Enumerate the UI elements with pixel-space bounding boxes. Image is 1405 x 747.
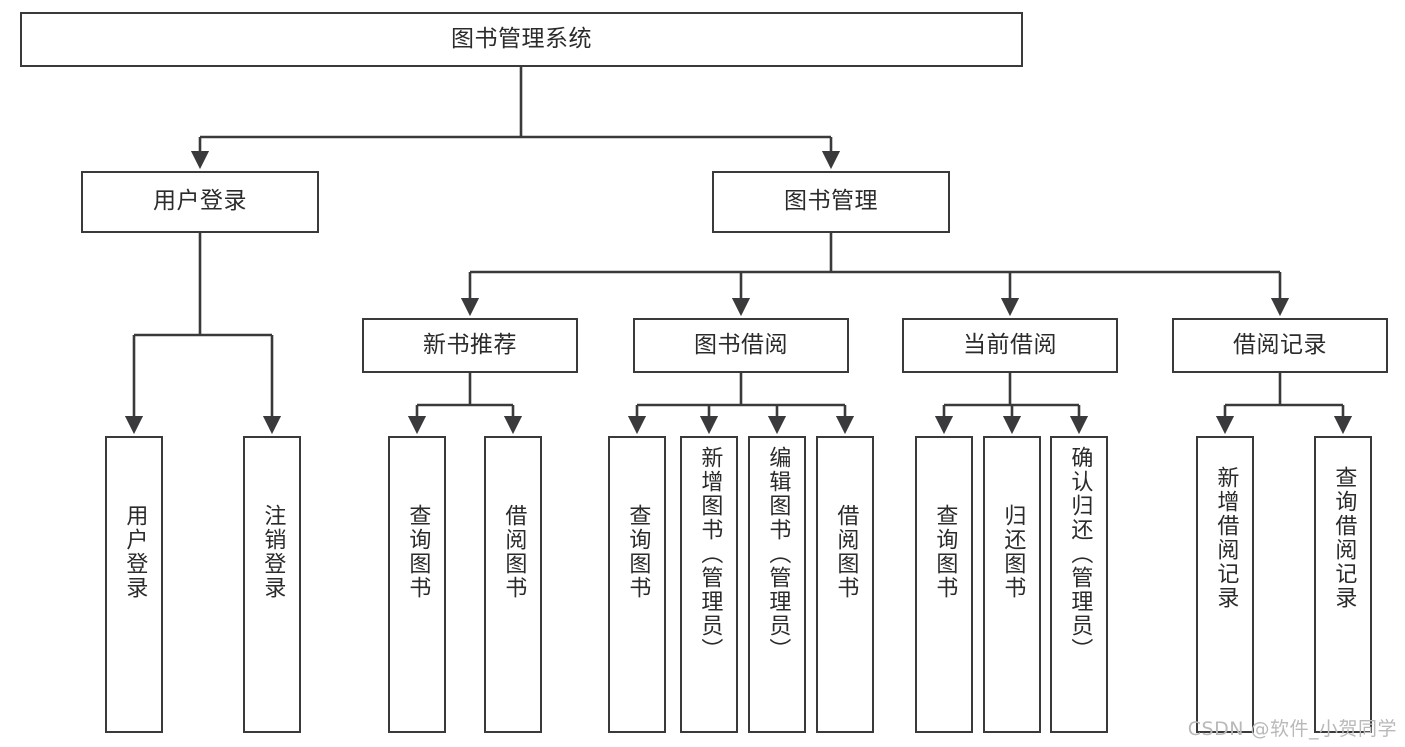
node-leaves-1[interactable]: 注销登录 bbox=[243, 436, 301, 733]
node-level3-2[interactable]: 当前借阅 bbox=[902, 318, 1118, 373]
node-leaves-2-label: 查询图书 bbox=[405, 504, 431, 600]
node-level3-3[interactable]: 借阅记录 bbox=[1172, 318, 1388, 373]
node-level2-1-label: 图书管理 bbox=[784, 188, 878, 215]
node-leaves-4-label: 查询图书 bbox=[625, 504, 651, 600]
node-leaves-10[interactable]: 确认归还（管理员） bbox=[1050, 436, 1108, 733]
node-level3-3-label: 借阅记录 bbox=[1233, 331, 1327, 358]
node-leaves-4[interactable]: 查询图书 bbox=[608, 436, 666, 733]
node-level2-0-label: 用户登录 bbox=[153, 188, 247, 215]
node-level3-0[interactable]: 新书推荐 bbox=[362, 318, 578, 373]
node-leaves-0-label: 用户登录 bbox=[122, 504, 148, 600]
node-level3-2-label: 当前借阅 bbox=[963, 331, 1057, 358]
node-leaves-10-label: 确认归还（管理员） bbox=[1067, 446, 1093, 662]
node-leaves-9[interactable]: 归还图书 bbox=[983, 436, 1041, 733]
node-leaves-2[interactable]: 查询图书 bbox=[388, 436, 446, 733]
node-leaves-12-label: 查询借阅记录 bbox=[1331, 466, 1357, 610]
node-leaves-1-label: 注销登录 bbox=[260, 504, 286, 600]
node-leaves-7-label: 借阅图书 bbox=[833, 504, 859, 600]
node-leaves-6[interactable]: 编辑图书（管理员） bbox=[748, 436, 806, 733]
watermark: CSDN @软件_小贺同学 bbox=[1187, 718, 1397, 740]
node-level3-0-label: 新书推荐 bbox=[423, 331, 517, 358]
node-leaves-11[interactable]: 新增借阅记录 bbox=[1196, 436, 1254, 733]
node-root-label: 图书管理系统 bbox=[451, 25, 592, 52]
node-level2-1[interactable]: 图书管理 bbox=[712, 171, 950, 233]
node-leaves-8[interactable]: 查询图书 bbox=[915, 436, 973, 733]
node-leaves-12[interactable]: 查询借阅记录 bbox=[1314, 436, 1372, 733]
node-leaves-3-label: 借阅图书 bbox=[501, 504, 527, 600]
node-leaves-11-label: 新增借阅记录 bbox=[1213, 466, 1239, 610]
node-leaves-9-label: 归还图书 bbox=[1000, 504, 1026, 600]
node-leaves-6-label: 编辑图书（管理员） bbox=[765, 446, 791, 662]
node-level3-1-label: 图书借阅 bbox=[694, 331, 788, 358]
node-leaves-3[interactable]: 借阅图书 bbox=[484, 436, 542, 733]
node-leaves-5-label: 新增图书（管理员） bbox=[697, 446, 723, 662]
node-leaves-7[interactable]: 借阅图书 bbox=[816, 436, 874, 733]
node-level3-1[interactable]: 图书借阅 bbox=[633, 318, 849, 373]
node-leaves-0[interactable]: 用户登录 bbox=[105, 436, 163, 733]
node-level2-0[interactable]: 用户登录 bbox=[81, 171, 319, 233]
node-leaves-5[interactable]: 新增图书（管理员） bbox=[680, 436, 738, 733]
node-leaves-8-label: 查询图书 bbox=[932, 504, 958, 600]
node-root[interactable]: 图书管理系统 bbox=[20, 12, 1023, 67]
